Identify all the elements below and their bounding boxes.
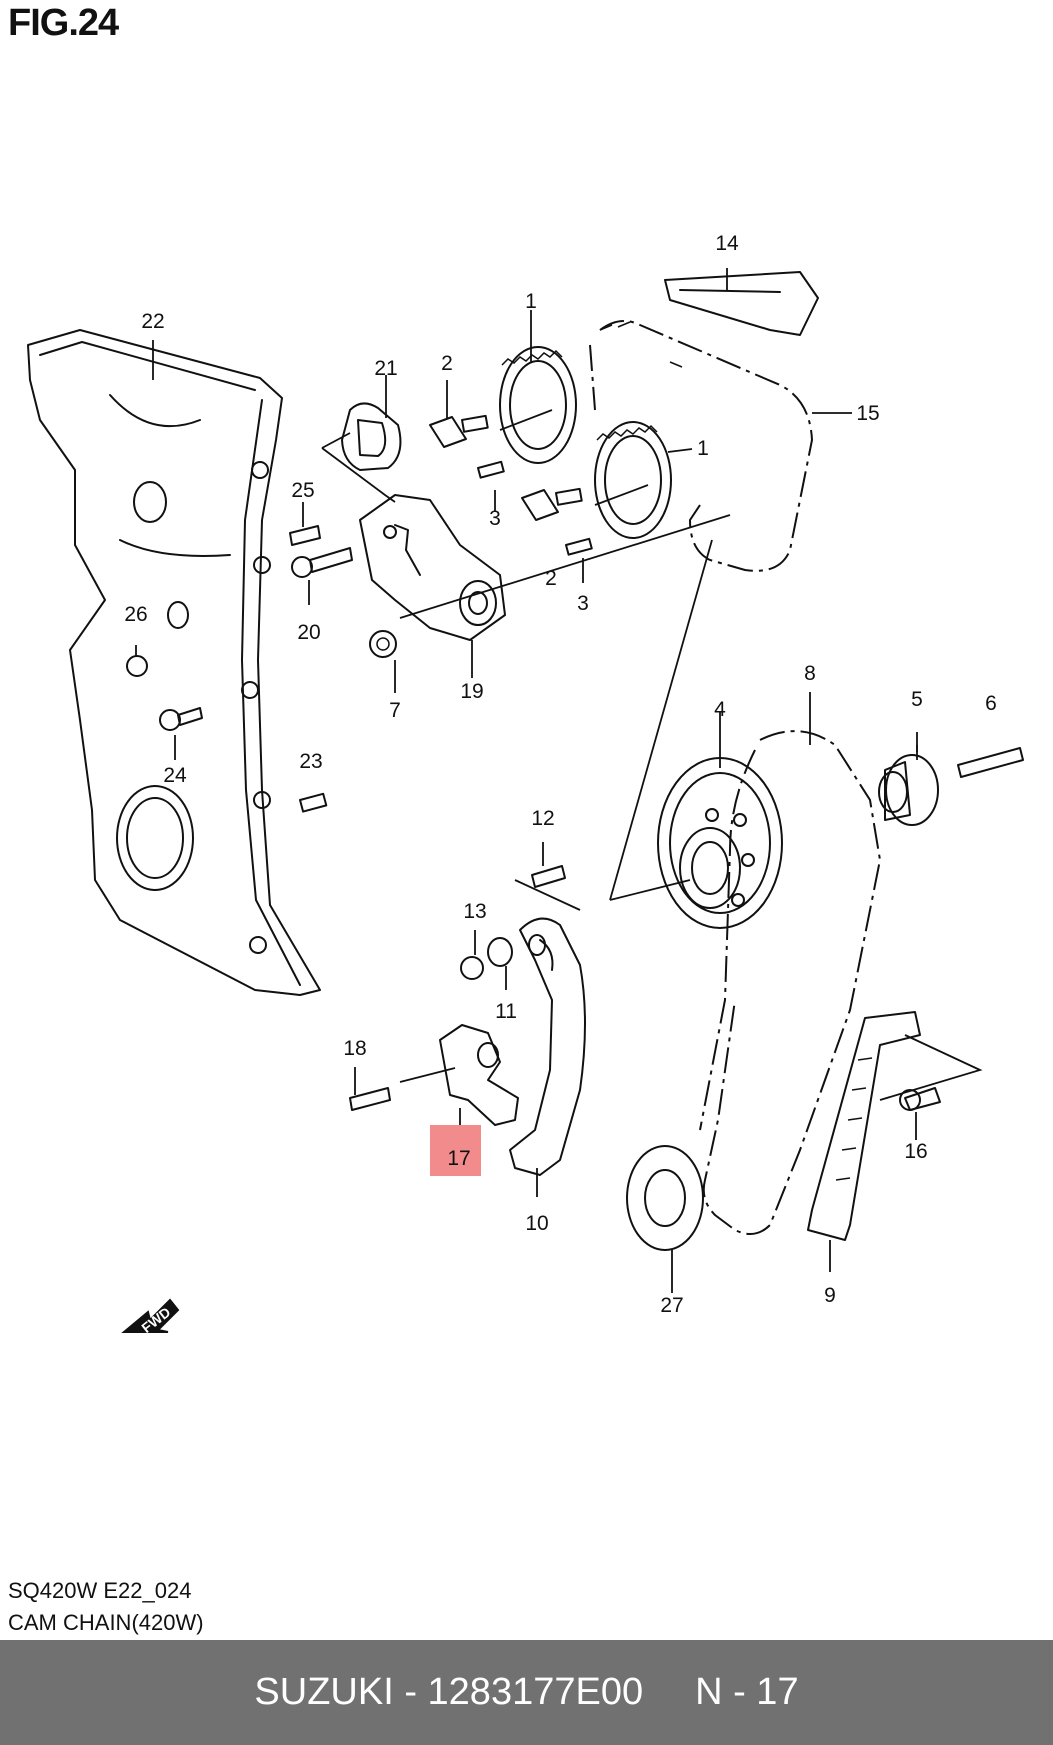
callout-label: 9 xyxy=(824,1284,836,1307)
callout-label: 21 xyxy=(374,357,397,380)
nut-13 xyxy=(460,956,484,980)
tensioner-arm-part xyxy=(321,402,506,641)
bolt-18 xyxy=(349,1087,391,1111)
nut-26 xyxy=(126,655,148,677)
callout-label: 8 xyxy=(804,662,816,685)
callout-label: 27 xyxy=(660,1294,683,1317)
callout-label: 2 xyxy=(441,352,453,375)
callout-label: 10 xyxy=(525,1212,548,1235)
idler-stud-bolt xyxy=(957,747,1024,778)
lower-timing-chain xyxy=(699,730,882,1235)
figure-title: FIG.24 xyxy=(8,2,119,44)
callout-label: 13 xyxy=(463,900,486,923)
upper-timing-chain xyxy=(589,320,814,572)
callout-label-highlighted: 17 xyxy=(447,1147,470,1170)
callout-label: 25 xyxy=(291,479,314,502)
alignment-line-c xyxy=(609,879,691,901)
nut-7 xyxy=(369,630,397,658)
callout-label: 14 xyxy=(715,232,739,255)
callout-label: 2 xyxy=(545,567,557,590)
bolt-20 xyxy=(291,547,353,578)
diagram-code: SQ420W E22_024 xyxy=(8,1578,192,1603)
callout-label: 20 xyxy=(297,621,320,644)
alignment-line-b xyxy=(609,539,713,901)
callout-label: 3 xyxy=(577,592,589,615)
footer-bar: SUZUKI - 1283177E00 N - 17 xyxy=(0,1640,1053,1745)
bolt-16 xyxy=(899,1087,941,1111)
callout-label: 18 xyxy=(343,1037,366,1060)
callout-label: 1 xyxy=(697,437,709,460)
crank-sprocket-27 xyxy=(626,1145,704,1251)
footer-part-number: SUZUKI - 1283177E00 xyxy=(254,1671,644,1713)
exploded-parts-diagram: 1 1 2 2 3 3 4 5 6 7 8 9 10 11 12 13 14 1… xyxy=(27,232,1024,1336)
sprocket-bolt-upper xyxy=(429,414,489,448)
chain-guide-part xyxy=(807,1011,983,1241)
knock-pin-lower xyxy=(565,537,593,556)
chain-tensioner-arm-part xyxy=(509,879,586,1176)
callout-label: 6 xyxy=(985,692,997,715)
knock-pin-upper xyxy=(477,460,505,479)
callout-label: 12 xyxy=(531,807,554,830)
forward-arrow-icon: FWD xyxy=(121,1298,180,1336)
callout-label: 3 xyxy=(489,507,501,530)
highlight-box xyxy=(430,1125,481,1176)
callout-label: 16 xyxy=(904,1140,927,1163)
callout-labels: 1 1 2 2 3 3 4 5 6 7 8 9 10 11 12 13 14 1… xyxy=(124,232,997,1317)
callout-label: 24 xyxy=(163,764,187,787)
callout-label: 7 xyxy=(389,699,401,722)
bolt-24 xyxy=(159,707,203,731)
callout-label: 22 xyxy=(141,310,164,333)
callout-label: 23 xyxy=(299,750,322,773)
stud-25 xyxy=(289,525,321,546)
callout-label: 19 xyxy=(460,680,483,703)
callout-label: 4 xyxy=(714,698,726,721)
timing-cover-part xyxy=(27,329,321,996)
callout-label: 11 xyxy=(495,1000,517,1023)
collar-11 xyxy=(487,937,513,967)
upper-chain-guide xyxy=(664,271,819,336)
diagram-name: CAM CHAIN(420W) xyxy=(8,1610,204,1635)
alignment-line-a xyxy=(399,514,731,619)
sprocket-bolt-lower xyxy=(521,487,583,521)
callout-label: 26 xyxy=(124,603,147,626)
chain-tensioner-adjuster xyxy=(399,1024,519,1126)
dowel-23 xyxy=(299,792,328,813)
callout-label: 5 xyxy=(911,688,923,711)
callout-label: 15 xyxy=(856,402,879,425)
callout-leaders xyxy=(135,268,918,1293)
callout-label: 1 xyxy=(525,290,537,313)
intermediate-sprocket xyxy=(657,757,783,929)
idler-spacer xyxy=(878,754,939,826)
camshaft-sprocket-upper xyxy=(499,346,577,464)
camshaft-sprocket-lower xyxy=(594,421,672,539)
stud-12 xyxy=(531,865,566,888)
footer-position: N - 17 xyxy=(695,1671,799,1713)
